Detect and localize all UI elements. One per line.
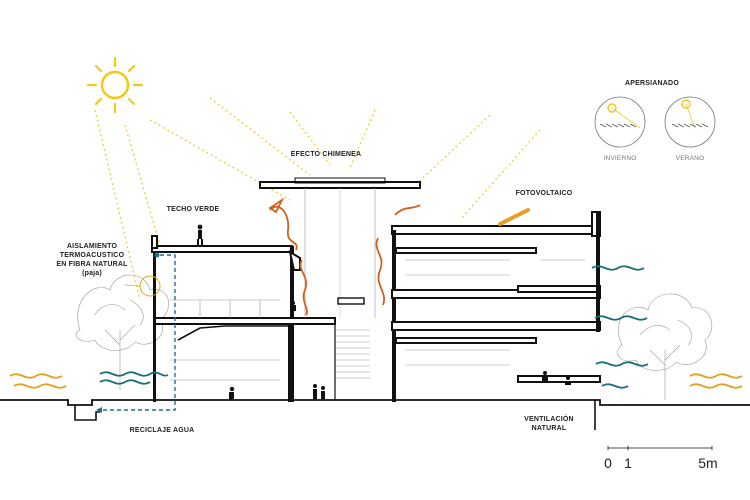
scale-tick-0: 0 [604,455,612,471]
label-efecto-chimenea: EFECTO CHIMENEA [291,151,362,158]
svg-text:EN FIBRA NATURAL: EN FIBRA NATURAL [56,261,128,268]
label-fotovoltaico: FOTOVOLTAICO [516,190,573,197]
water-recycling-path [96,252,176,413]
tree-icon-right [617,293,713,400]
outside-breeze [9,373,743,389]
hot-air-flow [268,197,421,316]
louver-detail-icon [594,96,716,148]
insulation-callout [124,275,161,297]
solar-panel-icon [498,208,530,226]
label-apersianado: APERSIANADO [625,80,679,87]
svg-text:TERMOACUSTICO: TERMOACUSTICO [60,252,125,259]
svg-text:(paja): (paja) [82,270,102,277]
scale-tick-5m: 5m [698,455,717,471]
label-aislamiento: AISLAMIENTO TERMOACUSTICO EN FIBRA NATUR… [56,243,128,277]
label-invierno: INVIERNO [603,155,636,162]
scale-bar: 0 1 5m [604,446,718,471]
sun-icon [86,56,144,114]
ground-line [0,399,750,430]
building-structure [151,177,601,402]
label-techo-verde: TECHO VERDE [167,206,220,213]
label-ventilacion-natural: VENTILACIÓN NATURAL [524,414,574,432]
person-icon [197,224,571,400]
svg-text:NATURAL: NATURAL [532,425,567,432]
tree-icon-left [75,274,169,390]
label-reciclaje-agua: RECICLAJE AGUA [130,427,195,434]
cool-air-flow [99,265,649,389]
sun-rays [94,97,541,301]
scale-tick-1: 1 [624,455,632,471]
svg-text:VENTILACIÓN: VENTILACIÓN [524,414,574,423]
svg-text:AISLAMIENTO: AISLAMIENTO [67,243,118,250]
label-verano: VERANO [676,155,705,162]
